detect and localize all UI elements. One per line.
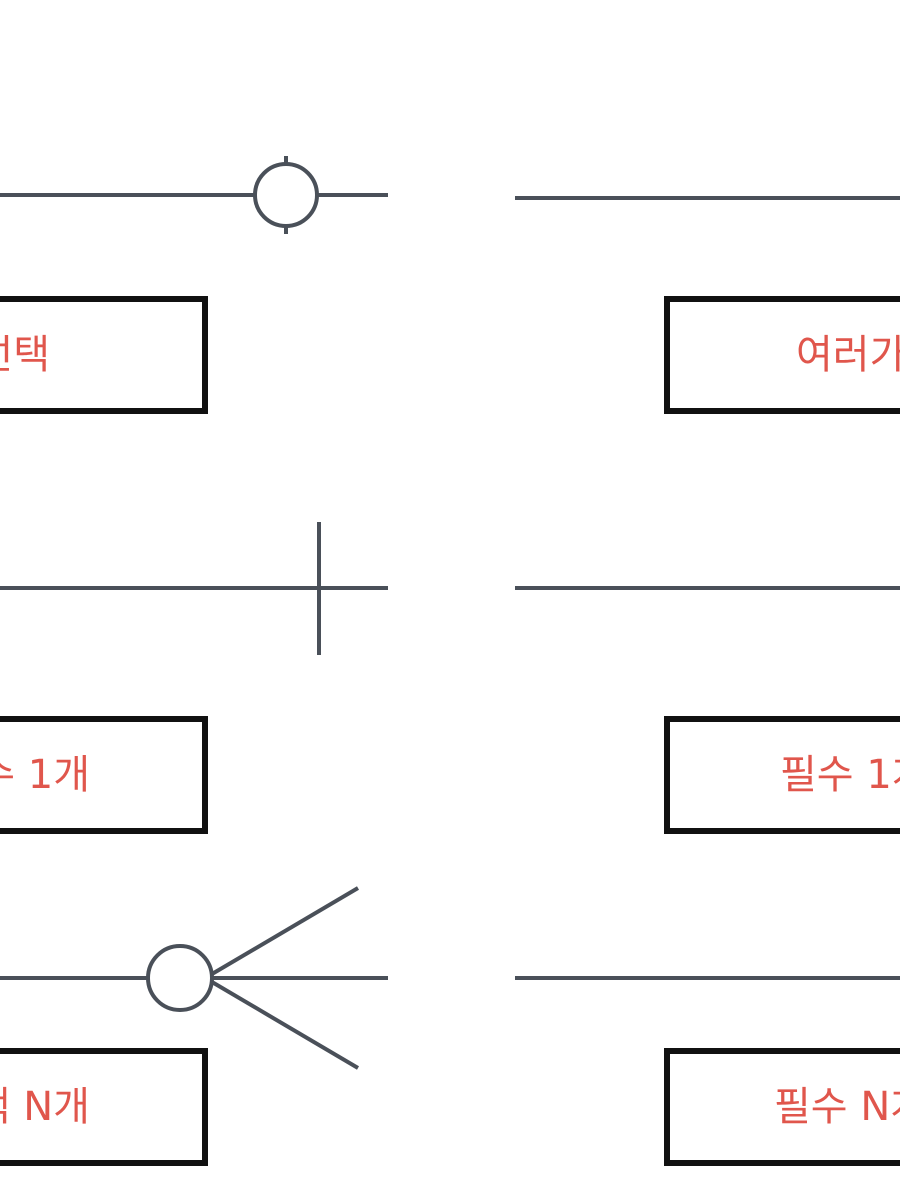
label-box-right-3: 필수 N개 (664, 1048, 900, 1166)
label-box-left-3: 택 N개 (0, 1048, 208, 1166)
label-box-right-1: 여러가 (664, 296, 900, 414)
exactly-one-bar-icon (0, 522, 388, 655)
row3-crowfoot-bottom (210, 980, 360, 1070)
label-text-left-3: 택 N개 (0, 1084, 90, 1130)
row3-left-circle (146, 944, 214, 1012)
row1-left-circle (253, 162, 319, 228)
zero-or-many-crowfoot-icon (0, 886, 388, 1070)
label-text-right-1: 여러가 (796, 332, 900, 378)
zero-or-one-circle-icon (0, 156, 388, 234)
label-text-right-3: 필수 N개 (774, 1084, 900, 1130)
label-box-right-2: 필수 1개 (664, 716, 900, 834)
label-text-right-2: 필수 1개 (780, 752, 900, 798)
label-text-left-2: 수 1개 (0, 752, 90, 798)
label-text-left-1: 선택 (0, 332, 50, 378)
row3-crowfoot-top (210, 886, 360, 976)
label-box-left-2: 수 1개 (0, 716, 208, 834)
label-box-left-1: 선택 (0, 296, 208, 414)
